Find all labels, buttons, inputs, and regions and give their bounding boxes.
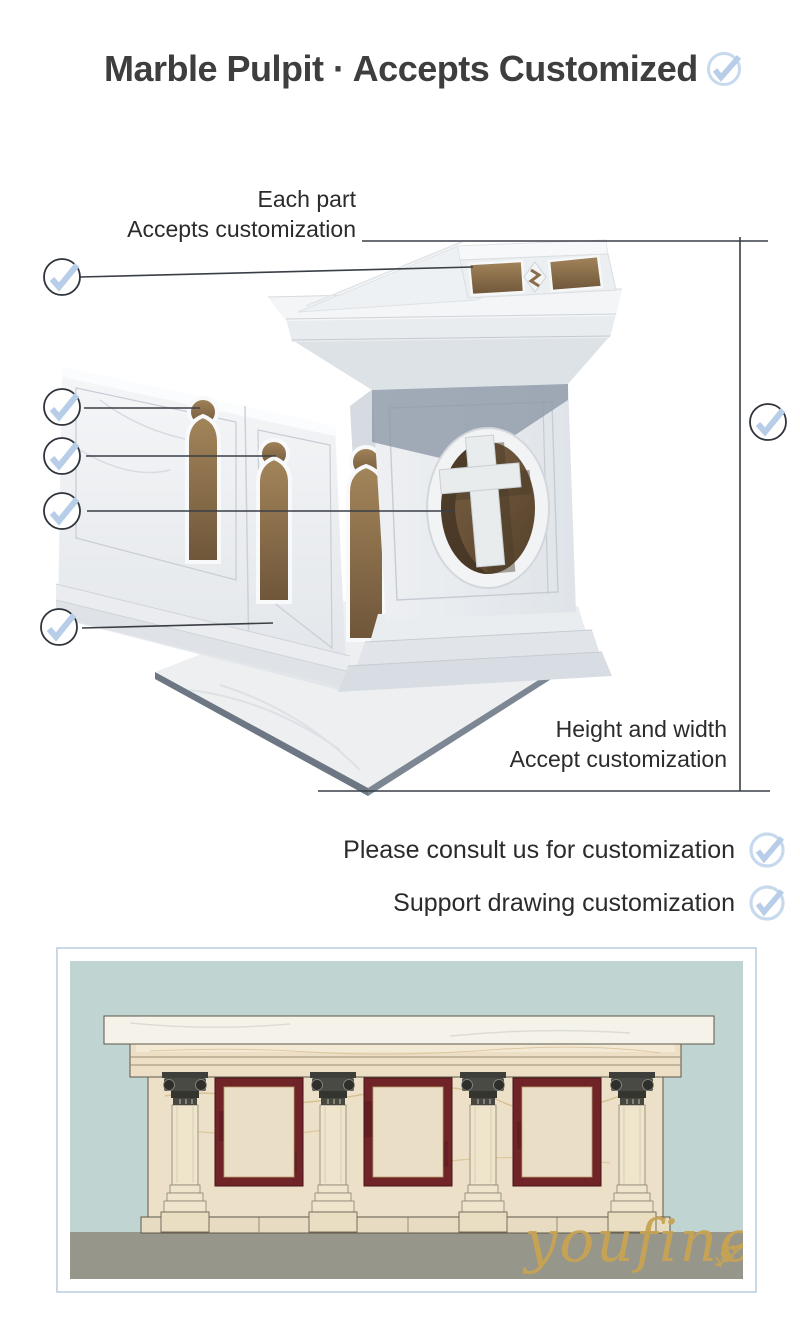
gothic-windows — [185, 396, 386, 642]
ionic-column — [160, 1072, 210, 1233]
ionic-column — [458, 1072, 508, 1233]
drawing-ground — [70, 1232, 743, 1279]
pedestal-base-steps — [338, 606, 612, 692]
note-support: Support drawing customization — [393, 882, 788, 924]
check-circle-icon — [749, 832, 785, 868]
altar-drawing: youfine — [70, 961, 754, 1279]
label-each-part-line2: Accepts customization — [127, 216, 356, 242]
watermark-text: youfine — [522, 1207, 743, 1275]
cross-icon — [438, 434, 532, 575]
label-height-width-line2: Accept customization — [509, 746, 727, 772]
red-inlay-panels — [214, 1077, 602, 1187]
label-each-part-line1: Each part — [257, 186, 356, 212]
ionic-column — [607, 1072, 657, 1233]
note-consult: Please consult us for customization — [343, 829, 788, 871]
check-circle-icon — [706, 52, 741, 86]
wheat-sprig-icon — [714, 1244, 743, 1267]
title-row: Marble Pulpit · Accepts Customized — [104, 48, 745, 90]
note-consult-text: Please consult us for customization — [343, 835, 735, 864]
ionic-column — [308, 1072, 358, 1233]
label-height-width-line1: Height and width — [555, 716, 727, 742]
note-support-text: Support drawing customization — [393, 888, 735, 917]
label-height-width: Height and width Accept customization — [510, 714, 727, 774]
cross-medallion — [426, 427, 550, 589]
drawing-image: youfine — [56, 947, 757, 1293]
ionic-columns — [160, 1072, 657, 1233]
frieze-inlay-panels — [467, 254, 604, 297]
check-circle-icon — [750, 404, 786, 440]
check-circle-icon — [749, 885, 785, 921]
watermark: youfine — [522, 1207, 754, 1275]
label-each-part: Each part Accepts customization — [127, 184, 356, 244]
page-title: Marble Pulpit · Accepts Customized — [104, 48, 698, 89]
pulpit-photo — [55, 239, 623, 796]
